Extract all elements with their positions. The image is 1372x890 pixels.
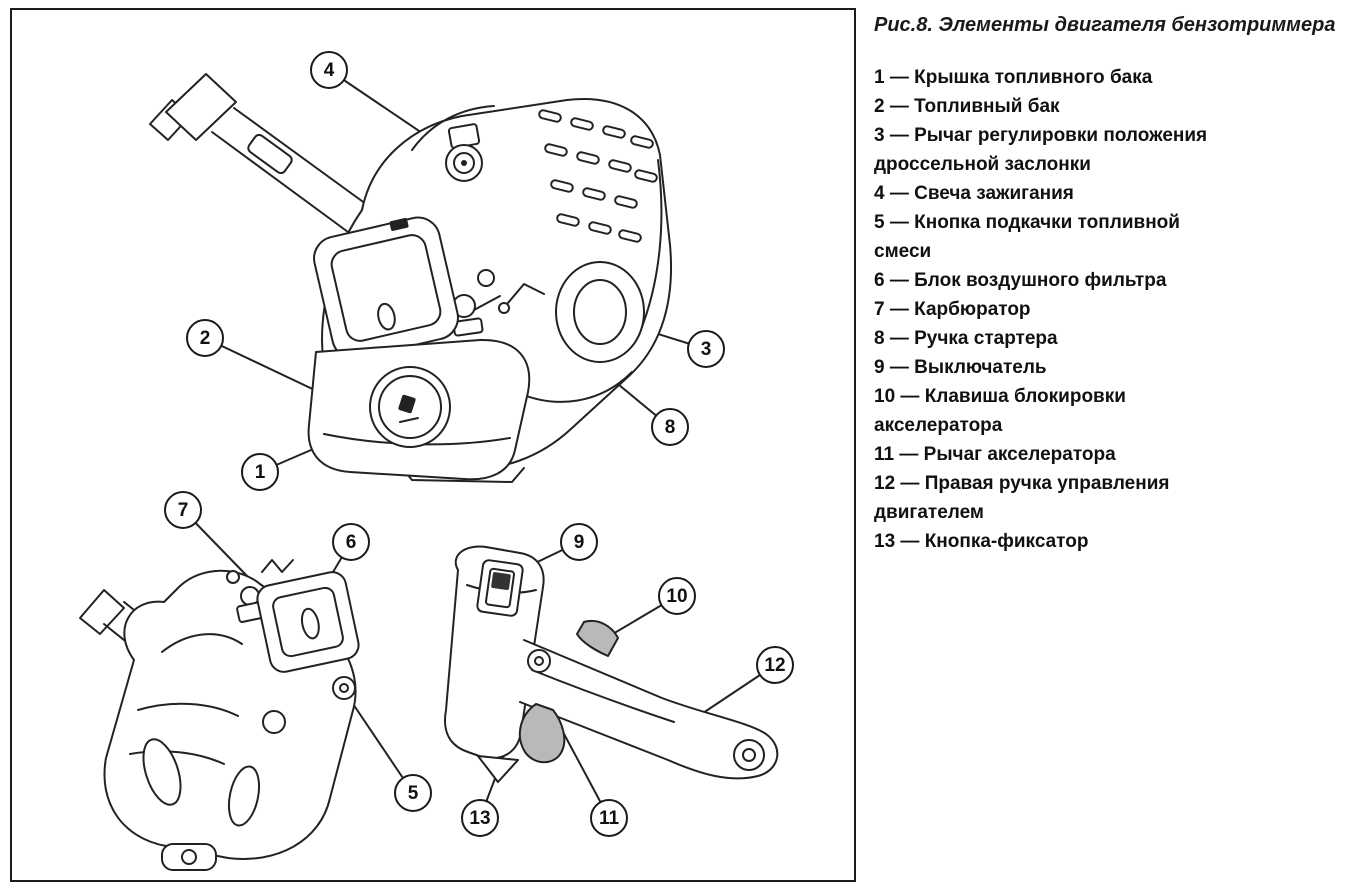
legend-item-1: 1 — Крышка топливного бака (874, 67, 1153, 88)
callout-11: 11 (590, 799, 628, 837)
air-filter-cover-drawing (313, 216, 459, 360)
callout-7: 7 (164, 491, 202, 529)
legend-item-11: 11 — Рычаг акселератора (874, 444, 1116, 465)
legend-panel: Рис.8. Элементы двигателя бензотриммера … (874, 14, 1366, 556)
legend-item-9: 9 — Выключатель (874, 357, 1047, 378)
legend-item-5: 5 — Кнопка подкачки топливной смеси (874, 212, 1180, 262)
legend-item-10: 10 — Клавиша блокировки акселератора (874, 386, 1126, 436)
callout-12: 12 (756, 646, 794, 684)
fuel-cap-drawing (369, 366, 451, 448)
callout-10: 10 (658, 577, 696, 615)
throttle-lever-drawing (498, 283, 545, 314)
callout-9: 9 (560, 523, 598, 561)
callout-8: 8 (651, 408, 689, 446)
throttle-lock-drawing (576, 620, 619, 657)
cylinder-fins-drawing (538, 109, 658, 243)
primer-button-drawing (332, 676, 356, 700)
switch-drawing (476, 559, 524, 617)
engine-diagram (79, 69, 779, 871)
legend-item-7: 7 — Карбюратор (874, 299, 1031, 320)
legend-item-13: 13 — Кнопка-фиксатор (874, 531, 1089, 552)
callout-2: 2 (186, 319, 224, 357)
legend-item-4: 4 — Свеча зажигания (874, 183, 1074, 204)
legend-item-2: 2 — Топливный бак (874, 96, 1060, 117)
spark-plug-drawing (445, 123, 483, 182)
callout-1: 1 (241, 453, 279, 491)
legend-item-12: 12 — Правая ручка управления двигателем (874, 473, 1170, 523)
drive-shaft-drawing (149, 73, 367, 233)
legend-item-3: 3 — Рычаг регулировки положения дроссель… (874, 125, 1208, 175)
callout-5: 5 (394, 774, 432, 812)
callout-3: 3 (687, 330, 725, 368)
legend: 1 — Крышка топливного бака 2 — Топливный… (874, 63, 1366, 556)
callout-4: 4 (310, 51, 348, 89)
figure-panel: 1 2 3 4 5 6 7 8 9 10 11 12 13 (10, 8, 856, 882)
legend-item-8: 8 — Ручка стартера (874, 328, 1058, 349)
air-filter-block-drawing (256, 571, 360, 673)
callout-13: 13 (461, 799, 499, 837)
figure-title: Рис.8. Элементы двигателя бензотриммера (874, 14, 1336, 36)
callout-6: 6 (332, 523, 370, 561)
lock-button-drawing (527, 649, 551, 673)
legend-item-6: 6 — Блок воздушного фильтра (874, 270, 1167, 291)
throttle-trigger-drawing (518, 703, 566, 764)
